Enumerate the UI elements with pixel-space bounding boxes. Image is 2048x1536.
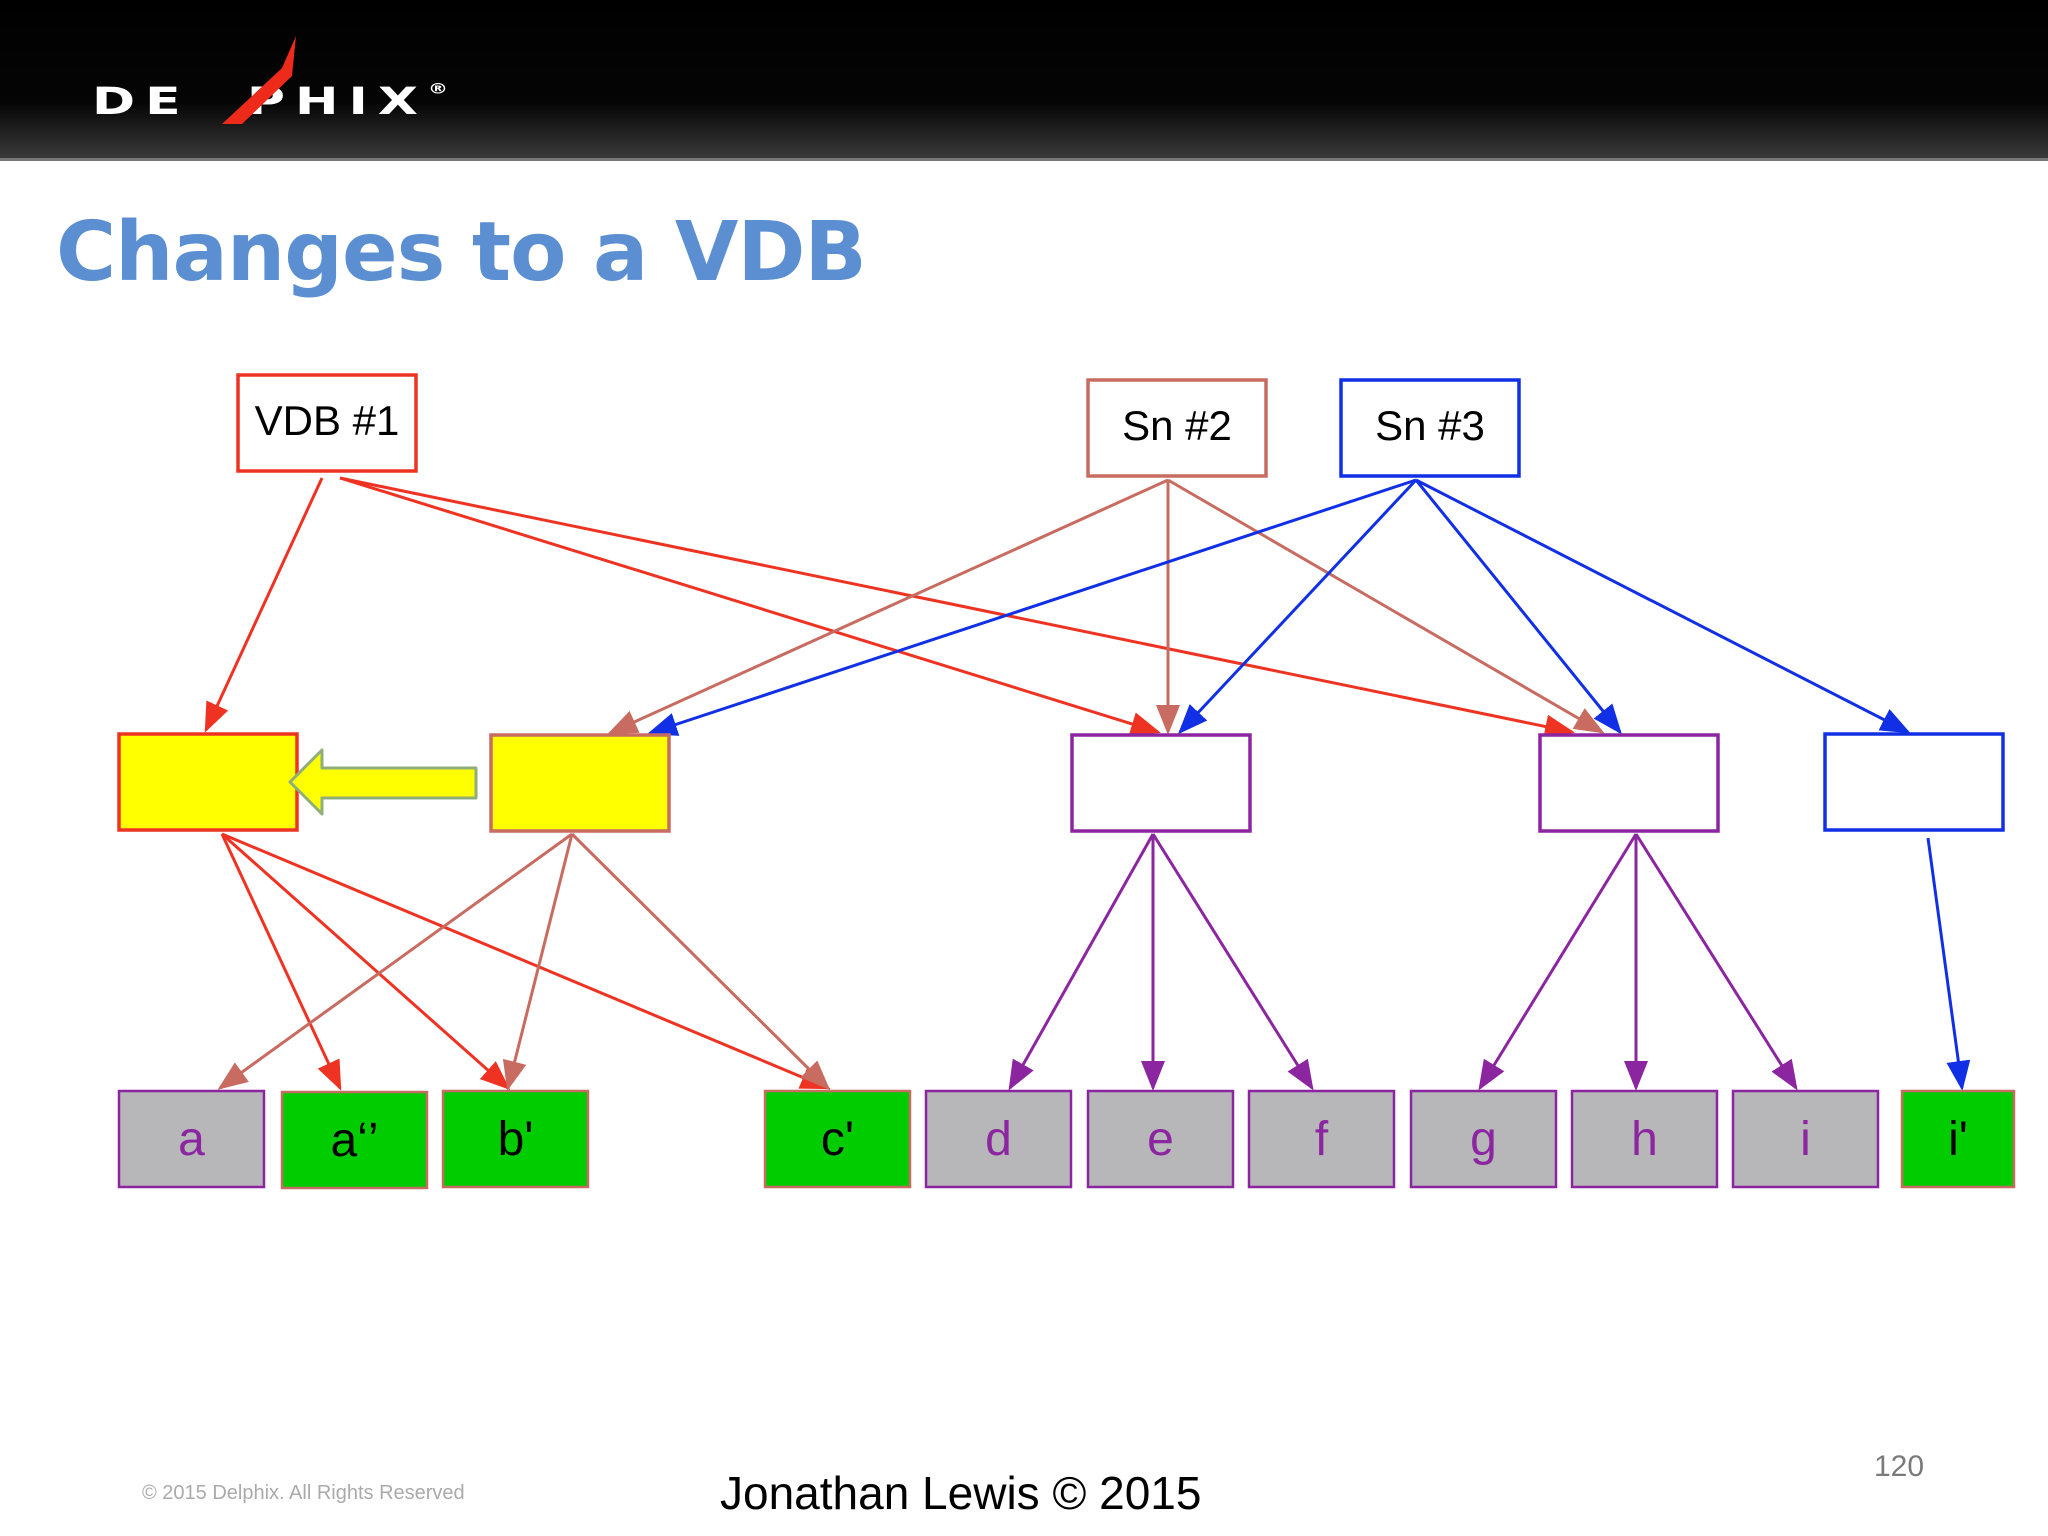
slide-title: Changes to a VDB [56, 205, 867, 300]
edge-sn2-to-m2 [607, 478, 1169, 735]
yellow-block-arrow-left-icon [288, 748, 478, 816]
leaf-label-h: h [1631, 1113, 1658, 1166]
edge-sn3-to-m4 [1414, 479, 1622, 735]
root-label-sn2: Sn #2 [1122, 402, 1232, 449]
leaf-block-e: e [1086, 1089, 1235, 1189]
leaf-block-b2: b' [441, 1089, 590, 1189]
leaf-label-c2: c' [821, 1113, 854, 1166]
leaf-label-a: a [178, 1113, 205, 1166]
leaf-block-h: h [1570, 1089, 1719, 1189]
leaf-block-i2: i' [1900, 1089, 2016, 1189]
edge-sn2-to-m4 [1167, 478, 1605, 734]
leaf-block-f: f [1247, 1089, 1396, 1189]
copy-arrow-layer [288, 748, 478, 816]
middle-block-m5 [1823, 732, 2005, 832]
leaf-label-a2: a‘’ [330, 1114, 378, 1167]
leaf-label-d: d [985, 1113, 1012, 1166]
leaf-label-g: g [1470, 1113, 1497, 1166]
edge-m2-to-a [217, 832, 573, 1090]
root-box-vdb1: VDB #1 [236, 373, 418, 473]
edge-m5-to-i2 [1926, 837, 1971, 1091]
edge-m4-to-g [1478, 833, 1638, 1091]
leaf-label-i2: i' [1948, 1113, 1968, 1166]
logo-swoosh-icon [222, 36, 296, 124]
leaf-label-f: f [1315, 1113, 1329, 1166]
root-label-vdb1: VDB #1 [255, 397, 400, 444]
leaf-label-b2: b' [498, 1113, 534, 1166]
leaf-block-g: g [1409, 1089, 1558, 1189]
edge-vdb1-to-m1 [204, 477, 324, 733]
leaf-block-i: i [1731, 1089, 1880, 1189]
page-number: 120 [1874, 1450, 1925, 1483]
leaf-label-e: e [1147, 1113, 1174, 1166]
leaf-block-a: a [117, 1089, 266, 1189]
edge-vdb1-to-m3 [339, 476, 1161, 736]
middle-block-m4 [1538, 733, 1720, 833]
edge-m1-to-b2 [221, 832, 511, 1090]
root-label-sn3: Sn #3 [1375, 402, 1485, 449]
edge-sn3-to-m2 [647, 478, 1417, 736]
edge-m2-to-c2 [570, 832, 831, 1091]
edge-m2-to-b2 [502, 833, 574, 1091]
leaf-block-a2: a‘’ [280, 1090, 429, 1190]
registered-mark: ® [427, 80, 448, 98]
footer-copyright: © 2015 Delphix. All Rights Reserved [142, 1482, 465, 1504]
edge-m1-to-c2 [221, 832, 831, 1090]
middle-block-m1 [117, 732, 299, 832]
delphix-logo: DE PHIX® [92, 30, 532, 140]
edges-layer [204, 476, 1971, 1091]
edge-m1-to-a2 [220, 833, 342, 1091]
edge-m3-to-f [1151, 833, 1314, 1091]
leaf-label-i: i [1800, 1113, 1811, 1166]
edge-sn3-to-m3 [1177, 478, 1418, 735]
header-bar: DE PHIX® [0, 0, 2048, 161]
leaf-block-d: d [924, 1089, 1073, 1189]
root-box-sn2: Sn #2 [1086, 378, 1268, 478]
edge-vdb1-to-m4 [339, 476, 1575, 739]
edge-m3-to-d [1008, 833, 1155, 1091]
root-box-sn3: Sn #3 [1339, 378, 1521, 478]
edge-sn3-to-m5 [1415, 478, 1911, 734]
leaf-block-c2: c' [763, 1089, 912, 1189]
edge-m4-to-i [1634, 833, 1798, 1091]
middle-block-m3 [1070, 733, 1252, 833]
footer-author: Jonathan Lewis © 2015 [720, 1467, 1202, 1519]
nodes-layer: VDB #1 Sn #2 Sn #3 a a‘’ b' c' d e f g h i i' [117, 373, 2016, 1190]
middle-block-m2 [489, 733, 671, 833]
